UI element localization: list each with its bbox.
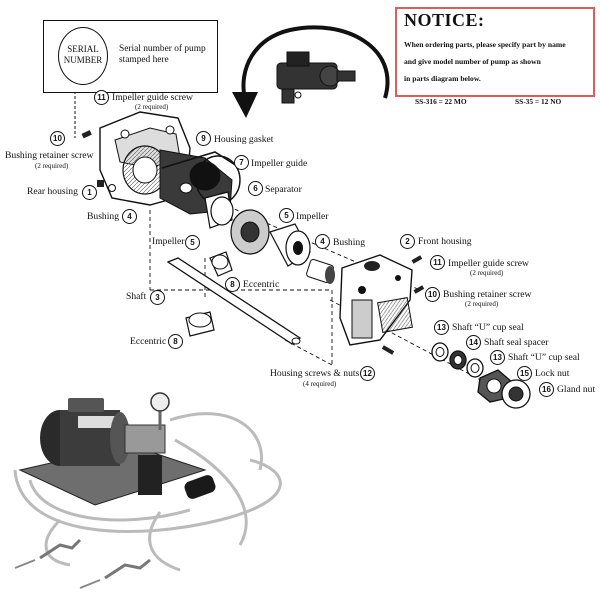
callout-number: 8 <box>168 334 183 349</box>
callout-label: Bushing <box>87 211 119 222</box>
callout-number: 14 <box>466 335 481 350</box>
callout-note: (2 required) <box>35 162 69 170</box>
callout-number: 5 <box>279 208 294 223</box>
callout-number: 11 <box>94 90 109 105</box>
serial-text-line-2: stamped here <box>119 55 169 65</box>
callout-label: Lock nut <box>535 368 570 379</box>
callout-number: 8 <box>225 277 240 292</box>
callout-number: 16 <box>539 382 554 397</box>
callout-label: Housing screws & nuts <box>270 368 360 379</box>
serial-oval-line-2: NUMBER <box>63 55 103 65</box>
callout-number: 10 <box>425 287 440 302</box>
callout-note: (2 required) <box>465 300 499 308</box>
impeller-right <box>269 223 311 267</box>
callout-label: Shaft “U” cup seal <box>452 322 524 333</box>
serial-number-oval: SERIAL NUMBER <box>58 27 108 85</box>
callout-note: (2 required) <box>135 103 169 111</box>
callout-number: 5 <box>185 235 200 250</box>
callout-number: 1 <box>82 185 97 200</box>
callout-label: Impeller guide screw <box>112 92 193 103</box>
serial-text: Serial number of pump stamped here <box>119 44 206 66</box>
front-housing <box>339 254 413 346</box>
bushing-right <box>306 259 335 284</box>
notice-line-3: in parts diagram below. <box>404 74 481 83</box>
callout-label: Eccentric <box>243 279 280 290</box>
callout-number: 13 <box>434 320 449 335</box>
callout-number: 3 <box>150 290 165 305</box>
callout-label: Gland nut <box>557 384 596 395</box>
callout-number: 12 <box>360 366 375 381</box>
callout-number: 9 <box>196 131 211 146</box>
callout-number: 7 <box>234 155 249 170</box>
callout-number: 2 <box>400 234 415 249</box>
callout-label: Shaft seal spacer <box>484 337 549 348</box>
callout-number: 11 <box>430 255 445 270</box>
callout-label: Bushing retainer screw <box>443 289 532 300</box>
callout-note: (2 required) <box>470 269 504 277</box>
separator <box>230 209 270 255</box>
seal-stack <box>431 342 531 409</box>
callout-label: Front housing <box>418 236 472 247</box>
callout-label: Impeller guide <box>251 158 308 169</box>
screws-right <box>381 255 425 355</box>
callout-label: Impeller <box>296 211 329 222</box>
callout-number: 10 <box>50 131 65 146</box>
notice-line-2: and give model number of pump as shown <box>404 57 541 66</box>
callout-label: Eccentric <box>130 336 167 347</box>
model-ss316: SS-316 = 22 MO <box>415 97 467 106</box>
callout-label: Impeller <box>152 236 185 247</box>
callout-label: Shaft <box>126 291 147 302</box>
eccentric-lower <box>185 311 215 337</box>
curved-rotation-arrow-icon <box>232 25 390 118</box>
callout-number: 4 <box>122 209 137 224</box>
notice-line-1: When ordering parts, please specify part… <box>404 40 566 49</box>
callout-label: Impeller guide screw <box>448 258 529 269</box>
callout-label: Bushing <box>333 237 365 248</box>
notice-box <box>395 7 595 97</box>
serial-text-line-1: Serial number of pump <box>119 44 206 54</box>
callout-number: 4 <box>315 234 330 249</box>
callout-number: 13 <box>490 350 505 365</box>
pump-assembly-photo <box>13 392 282 589</box>
eccentric-upper <box>209 251 233 277</box>
serial-oval-line-1: SERIAL <box>67 44 99 54</box>
callout-label: Rear housing <box>27 186 78 197</box>
model-ss35: SS-35 = 12 NO <box>515 97 562 106</box>
callout-note: (4 required) <box>303 380 337 388</box>
callout-label: Shaft “U” cup seal <box>508 352 580 363</box>
shaft <box>166 257 302 345</box>
impeller-left <box>204 191 234 229</box>
callout-label: Bushing retainer screw <box>5 150 94 161</box>
callout-label: Housing gasket <box>214 134 274 145</box>
callout-number: 15 <box>517 366 532 381</box>
callout-number: 6 <box>248 181 263 196</box>
notice-title: NOTICE: <box>404 10 485 30</box>
callout-label: Separator <box>265 184 302 195</box>
